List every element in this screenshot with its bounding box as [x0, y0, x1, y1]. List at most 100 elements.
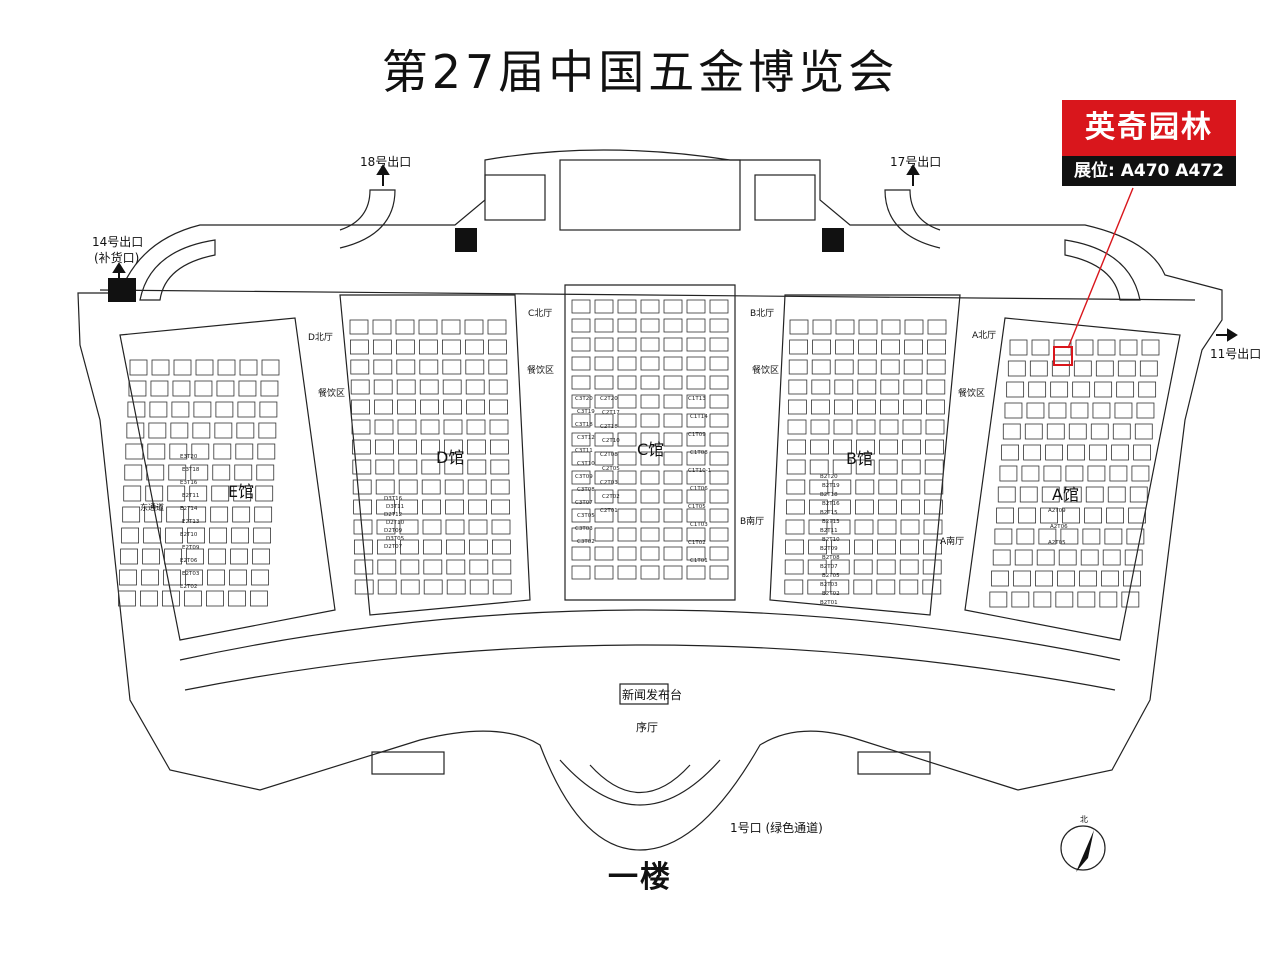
booth-cell [1014, 549, 1033, 566]
booth-cell [810, 439, 829, 455]
booth-cell [923, 519, 943, 535]
booth-number: C3T07 [575, 500, 593, 506]
booth-cell [787, 419, 807, 435]
booth-cell [468, 499, 488, 515]
booth-cell [617, 508, 637, 523]
booth-cell [686, 565, 706, 580]
booth-number: C3T10 [577, 461, 595, 467]
booth-cell [172, 380, 191, 397]
booth-cell [594, 565, 614, 580]
booth-cell [374, 439, 394, 455]
booth-cell [216, 380, 235, 397]
compass-circle [1060, 825, 1106, 871]
booth-cell [927, 319, 947, 335]
booth-cell [118, 590, 136, 607]
booth-number: C1T13 [688, 396, 706, 402]
booth-cell [640, 565, 660, 580]
booth-number: C1T06 [690, 486, 708, 492]
booth-cell [832, 459, 852, 475]
booth-cell [709, 451, 729, 466]
booth-cell [1013, 570, 1031, 587]
booth-cell [1117, 360, 1136, 377]
booth-cell [1063, 486, 1082, 503]
booth-cell [236, 422, 255, 439]
booth-cell [902, 419, 922, 435]
booth-cell [119, 569, 137, 586]
booth-cell [1097, 339, 1116, 356]
booth-number: E2T14 [180, 506, 198, 512]
booth-cell [901, 459, 921, 475]
booth-cell [170, 422, 189, 439]
c-north-label: C北厅 [528, 308, 552, 319]
booth-cell [255, 485, 274, 502]
booth-cell [127, 401, 146, 418]
booth-cell [663, 565, 683, 580]
booth-cell [444, 459, 464, 475]
hall-c-label: C馆 [637, 440, 664, 459]
booth-cell [469, 559, 489, 575]
booth-cell [835, 339, 854, 355]
booth-cell [835, 319, 855, 335]
booth-cell [709, 527, 729, 542]
booth-number: C1T09 [688, 432, 706, 438]
booth-cell [594, 508, 614, 523]
booth-cell [1126, 528, 1145, 545]
booth-cell [349, 319, 369, 335]
booth-cell [1073, 360, 1092, 377]
booth-cell [830, 579, 850, 595]
booth-cell [253, 527, 272, 544]
booth-number: C3T05 [577, 513, 595, 519]
booth-cell [374, 399, 394, 415]
booth-number: B2T13 [822, 519, 840, 525]
booth-cell [926, 359, 946, 375]
booth-cell [1077, 591, 1096, 608]
booth-cell [788, 359, 808, 375]
compass-needle [1076, 830, 1094, 872]
booth-cell [446, 559, 466, 575]
booth-cell [663, 375, 683, 390]
booth-cell [141, 569, 159, 586]
booth-number: C1T10-1 [688, 468, 711, 474]
booth-number: B2T19 [822, 483, 840, 489]
booth-cell [881, 319, 901, 335]
booth-cell [419, 359, 439, 375]
booth-cell [350, 379, 370, 395]
booth-number: B2T03 [820, 582, 838, 588]
booth-cell [1045, 444, 1063, 461]
booth-cell [571, 375, 591, 390]
booth-number: D3T16 [384, 496, 403, 502]
exit17-ramp [884, 189, 941, 249]
booth-cell [808, 519, 828, 535]
booth-cell [399, 519, 419, 535]
booth-cell [234, 464, 253, 481]
booth-cell [185, 569, 203, 586]
booth-cell [640, 527, 660, 542]
booth-cell [617, 489, 637, 504]
right-turn [1064, 239, 1141, 301]
booth-number: E3T20 [180, 454, 198, 460]
booth-cell [488, 359, 508, 375]
exhibitor-badge: 英奇园林 展位: A470 A472 [1062, 100, 1236, 186]
booth-cell [686, 489, 706, 504]
booth-number: E2T06 [180, 558, 198, 564]
page-title: 第27届中国五金博览会 [381, 45, 899, 99]
booth-cell [1075, 339, 1094, 356]
booth-number: B2T01 [820, 600, 838, 606]
booth-cell [854, 539, 873, 555]
booth-cell [445, 539, 465, 555]
booth-cell [399, 539, 419, 555]
booth-cell [686, 318, 706, 333]
booth-cell [194, 380, 213, 397]
exit17-label: 17号出口 [890, 155, 941, 169]
booth-cell [709, 375, 729, 390]
hall-b-label: B馆 [846, 449, 873, 468]
booth-cell [173, 359, 192, 376]
booth-cell [442, 359, 462, 375]
booth-cell [1107, 486, 1126, 503]
booth-cell [571, 318, 591, 333]
booth-cell [212, 464, 231, 481]
booth-cell [1026, 402, 1045, 419]
booth-cell [926, 379, 946, 395]
booth-cell [1024, 423, 1043, 440]
